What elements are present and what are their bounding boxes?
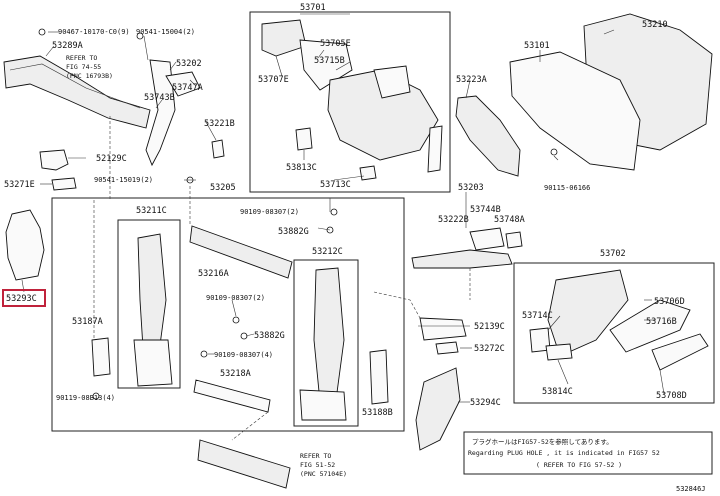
part-label-53210[interactable]: 53210 bbox=[642, 20, 668, 30]
illustration-code: 532846J bbox=[676, 485, 706, 493]
note-box bbox=[463, 431, 713, 475]
part-label-53748a[interactable]: 53748A bbox=[494, 215, 525, 225]
part-53203-shape bbox=[411, 249, 513, 269]
part-label-53715b[interactable]: 53715B bbox=[314, 56, 345, 66]
part-53293c-shape bbox=[5, 209, 45, 281]
part-53701-shape bbox=[261, 19, 307, 57]
part-label-53713c[interactable]: 53713C bbox=[320, 180, 351, 190]
part-label-53212c[interactable]: 53212C bbox=[312, 247, 343, 257]
part-53216a-shape bbox=[189, 225, 293, 279]
part-label-90109-08307-c[interactable]: 90109-08307(4) bbox=[214, 351, 273, 359]
part-53212c-shape bbox=[313, 267, 345, 403]
part-label-90115-06166[interactable]: 90115-06166 bbox=[544, 184, 590, 192]
group-box-53701 bbox=[249, 11, 451, 193]
refer-note-1-line3: (PNC 16793B) bbox=[66, 72, 113, 80]
part-label-53218a[interactable]: 53218A bbox=[220, 369, 251, 379]
part-label-53882g-b[interactable]: 53882G bbox=[254, 331, 285, 341]
part-label-53294c[interactable]: 53294C bbox=[470, 398, 501, 408]
part-label-53202[interactable]: 53202 bbox=[176, 59, 202, 69]
part-label-53221b[interactable]: 53221B bbox=[204, 119, 235, 129]
refer-note-1-line2: FIG 74-55 bbox=[66, 63, 101, 71]
part-label-90119-08b13[interactable]: 90119-08B13(4) bbox=[56, 394, 115, 402]
part-label-53222b[interactable]: 53222B bbox=[438, 215, 469, 225]
part-label-53216a[interactable]: 53216A bbox=[198, 269, 229, 279]
part-label-53814c[interactable]: 53814C bbox=[542, 387, 573, 397]
part-label-90109-08307-a[interactable]: 90109-08307(2) bbox=[240, 208, 299, 216]
note-line-japanese: プラグホールはFIG57-52を参照してあります。 bbox=[472, 437, 613, 446]
group-box-53205 bbox=[51, 197, 405, 432]
part-53289a-shape bbox=[3, 55, 151, 129]
part-label-53211c[interactable]: 53211C bbox=[136, 206, 167, 216]
part-label-53707e[interactable]: 53707E bbox=[258, 75, 289, 85]
part-53101-shape bbox=[509, 51, 641, 171]
refer-note-2-line2: FIG 51-52 bbox=[300, 461, 335, 469]
part-label-53716b[interactable]: 53716B bbox=[646, 317, 677, 327]
group-box-53211c bbox=[117, 219, 181, 389]
part-label-90467-10170-c0[interactable]: 90467-10170-C0(9) bbox=[58, 28, 130, 36]
part-label-53702[interactable]: 53702 bbox=[600, 249, 626, 259]
part-53702-shape bbox=[547, 269, 629, 357]
part-label-90541-15004[interactable]: 90541-15004(2) bbox=[136, 28, 195, 36]
part-label-52129c[interactable]: 52129C bbox=[96, 154, 127, 164]
part-label-53293c[interactable]: 53293C bbox=[6, 294, 37, 304]
part-label-53187a[interactable]: 53187A bbox=[72, 317, 103, 327]
part-53294c-shape bbox=[415, 367, 461, 451]
refer-note-1-line1: REFER TO bbox=[66, 54, 97, 62]
refer-note-2-line1: REFER TO bbox=[300, 452, 331, 460]
part-label-53289a[interactable]: 53289A bbox=[52, 41, 83, 51]
part-label-53714c[interactable]: 53714C bbox=[522, 311, 553, 321]
part-label-53705e[interactable]: 53705E bbox=[320, 39, 351, 49]
part-label-53188b[interactable]: 53188B bbox=[362, 408, 393, 418]
part-label-53701[interactable]: 53701 bbox=[300, 3, 326, 13]
part-label-53747a[interactable]: 53747A bbox=[172, 83, 203, 93]
part-label-52139c[interactable]: 52139C bbox=[474, 322, 505, 332]
part-label-53743b[interactable]: 53743B bbox=[144, 93, 175, 103]
part-53218a-shape bbox=[193, 379, 271, 413]
part-label-53203[interactable]: 53203 bbox=[458, 183, 484, 193]
part-label-90541-15019[interactable]: 90541-15019(2) bbox=[94, 176, 153, 184]
part-label-53205[interactable]: 53205 bbox=[210, 183, 236, 193]
group-box-53212c bbox=[293, 259, 359, 427]
note-line-english: Regarding PLUG HOLE , it is indicated in… bbox=[468, 449, 660, 457]
part-label-53272c[interactable]: 53272C bbox=[474, 344, 505, 354]
part-label-53708d[interactable]: 53708D bbox=[656, 391, 687, 401]
part-label-53744b[interactable]: 53744B bbox=[470, 205, 501, 215]
selected-part-highlight bbox=[2, 289, 46, 307]
note-line-refer: ( REFER TO FIG 57-52 ) bbox=[536, 461, 622, 469]
part-lower-bar-shape bbox=[197, 439, 291, 489]
part-label-53813c[interactable]: 53813C bbox=[286, 163, 317, 173]
part-label-53882g-a[interactable]: 53882G bbox=[278, 227, 309, 237]
part-label-53101[interactable]: 53101 bbox=[524, 41, 550, 51]
part-label-90109-08307-b[interactable]: 90109-08307(2) bbox=[206, 294, 265, 302]
refer-note-2-line3: (PNC 57104E) bbox=[300, 470, 347, 478]
part-label-53706d[interactable]: 53706D bbox=[654, 297, 685, 307]
part-label-53271e[interactable]: 53271E bbox=[4, 180, 35, 190]
part-label-53223a[interactable]: 53223A bbox=[456, 75, 487, 85]
part-53202-shape bbox=[145, 59, 176, 167]
group-box-53702 bbox=[513, 262, 715, 404]
